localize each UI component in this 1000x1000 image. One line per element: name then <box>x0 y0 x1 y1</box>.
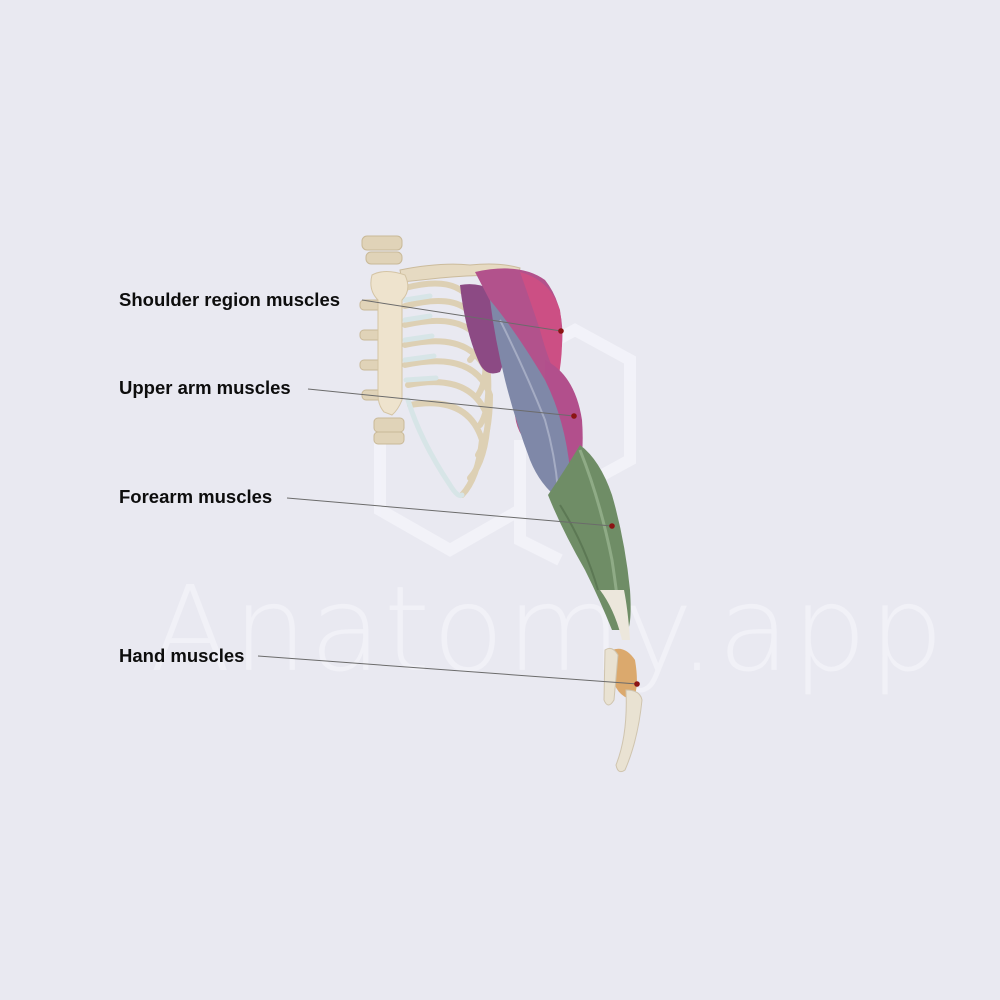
hand-bones <box>603 647 643 773</box>
costal-cartilage <box>402 293 465 498</box>
forearm-shadow <box>559 504 599 591</box>
pins <box>558 328 640 687</box>
label-hand-muscles: Hand muscles <box>119 645 245 666</box>
leader-lines <box>257 299 638 685</box>
label-upper-arm-muscles: Upper arm muscles <box>119 377 291 398</box>
leader-line-shoulder <box>361 299 562 332</box>
label-forearm-muscles: Forearm muscles <box>119 486 273 507</box>
sternum <box>370 271 409 416</box>
pin-shoulder <box>558 328 564 334</box>
wrist-tendons <box>600 590 630 640</box>
leader-line-upper-arm <box>307 388 575 417</box>
watermark: Anatomy.app <box>150 560 946 698</box>
biceps-highlight <box>499 319 559 491</box>
clavicle <box>399 263 521 283</box>
leader-line-hand <box>257 655 638 685</box>
deltoid-front <box>520 272 563 380</box>
biceps <box>490 300 570 500</box>
forearm-muscles <box>548 445 631 630</box>
pin-hand <box>634 681 640 687</box>
label-shoulder-region-muscles: Shoulder region muscles <box>119 289 341 310</box>
pin-forearm <box>609 523 615 529</box>
leader-line-forearm <box>286 497 613 527</box>
hand-muscles <box>612 648 637 700</box>
pin-upper-arm <box>571 413 577 419</box>
